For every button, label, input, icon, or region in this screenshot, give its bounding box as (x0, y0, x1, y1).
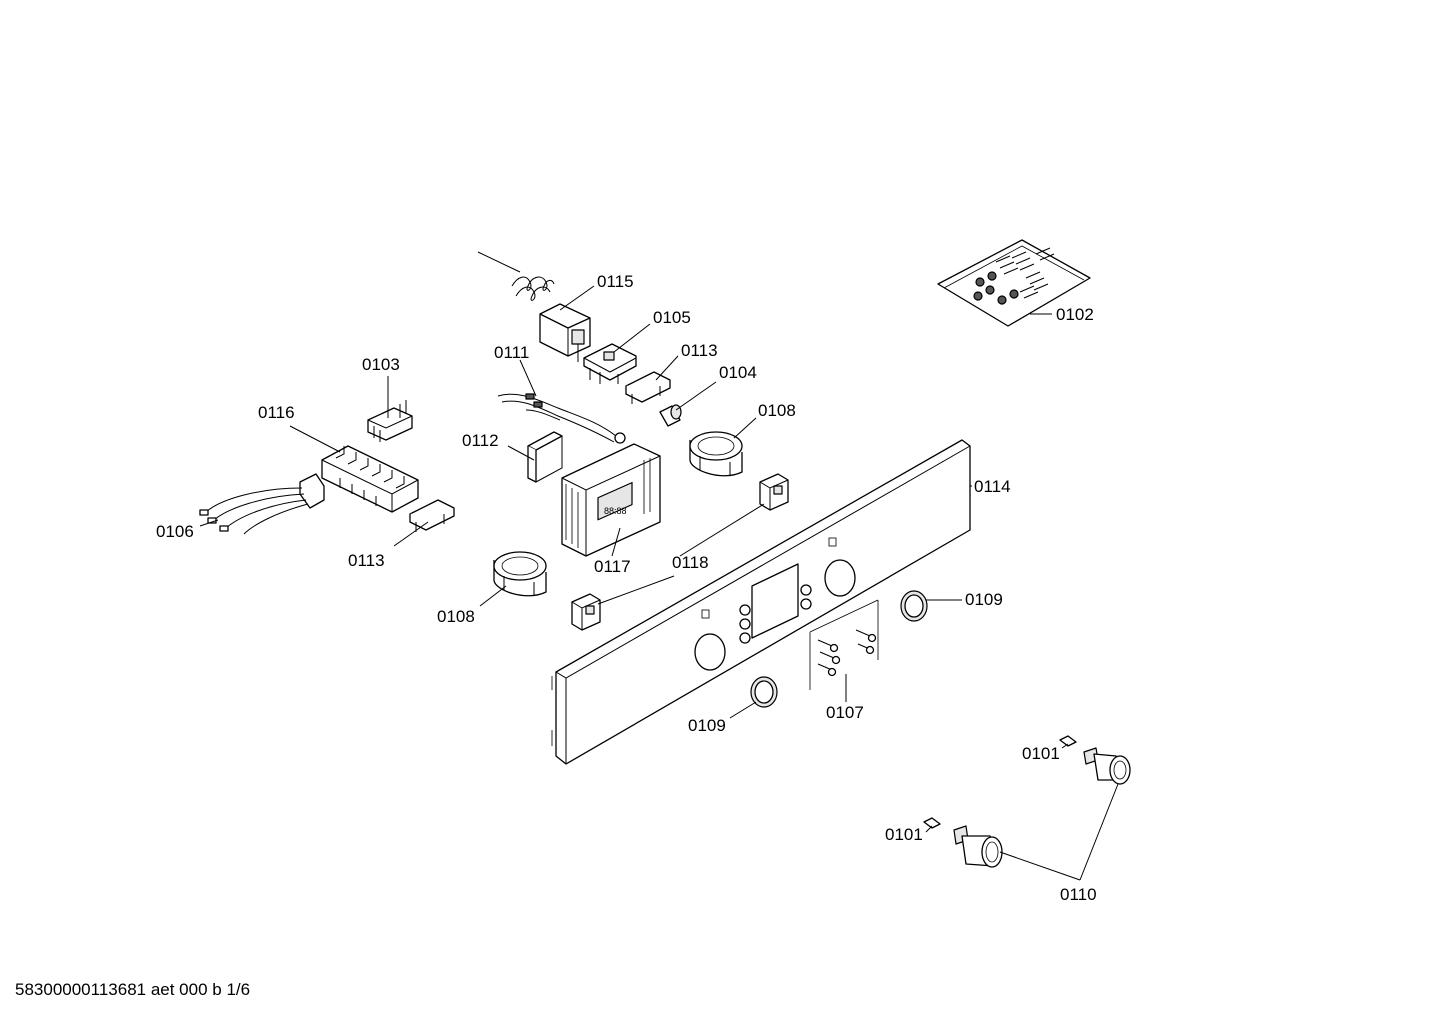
label-0101-top: 0101 (1022, 744, 1060, 763)
drawing-reference-number: 58300000113681 aet 000 b 1/6 (15, 980, 251, 999)
label-0114: 0114 (974, 477, 1011, 496)
label-0101-bottom: 0101 (885, 825, 923, 844)
leader-0110-b (1079, 783, 1119, 881)
label-0112: 0112 (462, 431, 499, 450)
part-0108-housing-left (493, 551, 547, 597)
part-0107-screws (809, 599, 879, 690)
leader-0101-bottom (925, 825, 933, 833)
label-0102: 0102 (1056, 305, 1094, 324)
label-0116: 0116 (258, 403, 295, 422)
part-0109-ring-right (900, 590, 928, 622)
part-0108-housing-right (689, 431, 743, 477)
part-0114-control-panel (551, 439, 971, 765)
part-0112-angle-bracket (527, 431, 563, 483)
part-0102-screw-bag (937, 239, 1091, 327)
label-0108-left: 0108 (437, 607, 475, 626)
leader-0110-a (999, 851, 1081, 881)
label-0115: 0115 (597, 272, 634, 291)
leader-0116 (289, 425, 341, 453)
label-0107: 0107 (826, 703, 864, 722)
part-0110-knob-bottom (953, 825, 1003, 868)
label-0109-left: 0109 (688, 716, 726, 735)
part-0109-ring-left (750, 676, 778, 708)
part-0118-clip-right (759, 473, 789, 511)
label-0111: 0111 (494, 343, 529, 362)
label-0103: 0103 (362, 355, 400, 374)
label-0110: 0110 (1060, 885, 1097, 904)
part-0106-wire-connector (199, 473, 325, 535)
part-0103-terminal (367, 400, 413, 442)
label-0113-bottom: 0113 (348, 551, 385, 570)
leader-0104 (675, 381, 717, 411)
part-0115-thermostat (477, 251, 591, 362)
part-0113-clip-top (625, 371, 671, 404)
label-0108-right: 0108 (758, 401, 796, 420)
leader-0115 (559, 285, 595, 311)
leader-0113-bottom (393, 521, 429, 547)
part-0110-knob-top (1083, 747, 1131, 785)
part-0117-electronic-module: 88:88 (561, 443, 661, 557)
part-0101-spacer-top (1059, 735, 1077, 747)
leader-0117 (611, 527, 621, 557)
leader-0113-top (655, 355, 679, 381)
label-0117: 0117 (594, 557, 631, 576)
part-0113-clip-bottom (409, 499, 455, 532)
label-0109-right: 0109 (965, 590, 1003, 609)
label-0106: 0106 (156, 522, 194, 541)
leader-0109-left (729, 701, 757, 719)
leader-0106 (199, 519, 219, 527)
part-0101-spacer-bottom (923, 817, 941, 829)
label-0104: 0104 (719, 363, 757, 382)
part-0111-wire-harness (497, 393, 626, 444)
part-0118-clip-left (571, 593, 601, 631)
leader-0112 (507, 445, 535, 461)
label-0105: 0105 (653, 308, 691, 327)
leader-0108-right (733, 417, 757, 439)
label-0118: 0118 (672, 553, 709, 572)
label-0113-top: 0113 (681, 341, 718, 360)
leader-0105 (613, 323, 651, 353)
part-0105-bracket (583, 343, 637, 384)
leader-0111 (519, 359, 537, 397)
leader-0101-top (1061, 743, 1069, 749)
leader-0108-left (479, 585, 507, 607)
part-0116-switch-block (321, 445, 419, 513)
leader-0118-right (679, 503, 765, 557)
leader-0118-left (597, 575, 675, 605)
svg-text:88:88: 88:88 (604, 506, 627, 516)
